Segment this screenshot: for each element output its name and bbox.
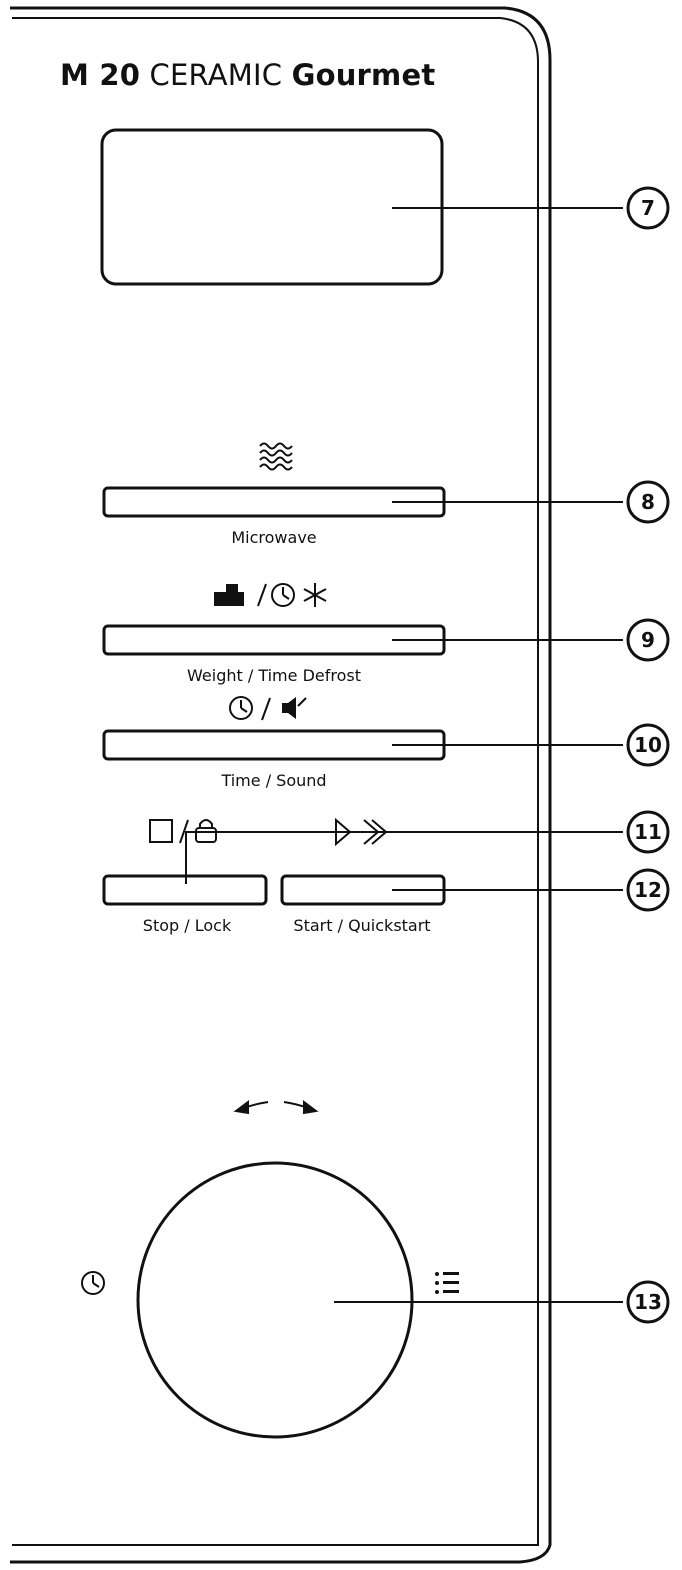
stop-lock-label: Stop / Lock	[142, 916, 232, 935]
model-title-suffix: Gourmet	[291, 58, 436, 92]
callout-number-12: 12	[634, 878, 662, 902]
clock-icon	[81, 1271, 105, 1295]
display-window	[100, 128, 444, 286]
panel-frame-outer	[10, 6, 552, 1564]
model-title-bold: M 20	[60, 58, 141, 92]
callout-number-7: 7	[641, 196, 655, 220]
stop-lock-icon	[149, 819, 217, 844]
callout-circle-13	[626, 1280, 670, 1324]
callout-number-11: 11	[634, 820, 662, 844]
callout-circle-8	[626, 480, 670, 524]
callout-circle-11	[626, 810, 670, 854]
menu-list-icon	[435, 1272, 459, 1294]
model-title: M 20 CERAMIC Gourmet	[60, 58, 435, 92]
weight-clock-snowflake-icon	[214, 583, 327, 607]
control-dial[interactable]	[136, 1161, 414, 1439]
microwave-label: Microwave	[231, 528, 317, 547]
callout-number-8: 8	[641, 490, 655, 514]
callout-number-13: 13	[634, 1290, 662, 1314]
callout-circle-9	[626, 618, 670, 662]
callout-circle-10	[626, 723, 670, 767]
defrost-label: Weight / Time Defrost	[187, 666, 361, 685]
clock-mute-icon	[229, 696, 307, 721]
rotation-arrows-icon	[233, 1100, 319, 1115]
model-title-light: CERAMIC	[149, 58, 283, 92]
start-quickstart-label: Start / Quickstart	[293, 916, 431, 935]
callout-line-11	[185, 831, 623, 884]
time-sound-label: Time / Sound	[221, 771, 327, 790]
callout-number-9: 9	[641, 628, 655, 652]
panel-frame-inner	[12, 17, 539, 1546]
callout-number-10: 10	[634, 733, 662, 757]
microwave-waves-icon	[259, 442, 293, 471]
callout-circle-7	[626, 186, 670, 230]
callout-circle-12	[626, 868, 670, 912]
